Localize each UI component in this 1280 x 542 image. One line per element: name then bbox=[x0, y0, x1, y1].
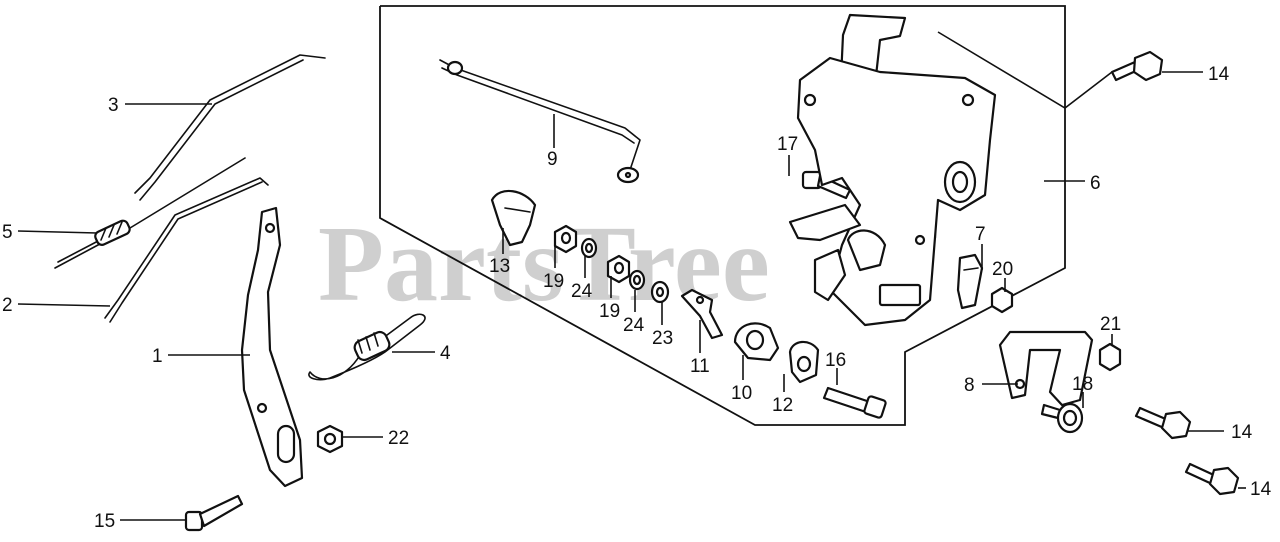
leader-lines bbox=[17, 31, 1246, 521]
nut-20-shape bbox=[990, 286, 1014, 314]
callout-19b: 19 bbox=[599, 301, 620, 322]
callout-9: 9 bbox=[547, 149, 558, 170]
callout-1: 1 bbox=[152, 346, 163, 367]
control-lever-shape bbox=[240, 206, 304, 488]
throttle-rod-shape bbox=[134, 54, 326, 201]
nut-19a-shape bbox=[553, 224, 578, 254]
governor-rod-shape bbox=[439, 59, 641, 184]
lever-11-shape bbox=[680, 288, 724, 340]
callout-13: 13 bbox=[489, 256, 510, 277]
plate-12-shape bbox=[788, 340, 820, 384]
bracket-8-shape bbox=[998, 330, 1094, 407]
clip-7-shape bbox=[956, 253, 984, 310]
callout-3: 3 bbox=[108, 95, 119, 116]
callout-17: 17 bbox=[777, 134, 798, 155]
callout-18: 18 bbox=[1072, 374, 1093, 395]
callout-11: 11 bbox=[690, 356, 710, 377]
bolt-16-shape bbox=[822, 386, 887, 419]
bolt-14a-shape bbox=[1110, 50, 1164, 82]
callout-7: 7 bbox=[975, 224, 986, 245]
bolt-14c-shape bbox=[1184, 462, 1240, 496]
callout-15: 15 bbox=[94, 511, 115, 532]
bolt-15-shape bbox=[184, 494, 244, 532]
bolt-14b-shape bbox=[1134, 406, 1192, 440]
callout-2: 2 bbox=[2, 295, 13, 316]
callout-14c: 14 bbox=[1250, 479, 1272, 500]
callout-14a: 14 bbox=[1208, 64, 1230, 85]
choke-rod-shape bbox=[104, 177, 269, 323]
callout-8: 8 bbox=[964, 375, 975, 396]
callout-24a: 24 bbox=[571, 281, 593, 302]
bolt-18-shape bbox=[1040, 402, 1084, 434]
cam-10-shape bbox=[733, 322, 780, 362]
callout-16: 16 bbox=[825, 350, 846, 371]
control-base-shape bbox=[788, 13, 997, 327]
washer-24b-shape bbox=[628, 269, 646, 291]
spring-rod-shape bbox=[54, 157, 246, 269]
callout-23: 23 bbox=[652, 328, 673, 349]
callout-22: 22 bbox=[388, 428, 409, 449]
callout-labels: 3 5 2 1 4 22 15 9 13 19 24 19 24 23 11 1… bbox=[2, 64, 1272, 532]
callout-6: 6 bbox=[1090, 173, 1101, 194]
callout-10: 10 bbox=[731, 383, 752, 404]
callout-19a: 19 bbox=[543, 271, 564, 292]
callout-4: 4 bbox=[440, 343, 451, 364]
washer-24a-shape bbox=[580, 237, 598, 259]
callout-5: 5 bbox=[2, 222, 13, 243]
clip-13-shape bbox=[490, 189, 537, 247]
washer-23-shape bbox=[650, 280, 670, 304]
nut-21-shape bbox=[1098, 342, 1122, 372]
callout-24b: 24 bbox=[623, 315, 645, 336]
assembly-frame bbox=[379, 5, 1066, 426]
callout-14b: 14 bbox=[1231, 422, 1253, 443]
flange-nut-22-shape bbox=[316, 424, 344, 454]
nut-19b-shape bbox=[606, 254, 631, 284]
callout-21: 21 bbox=[1100, 314, 1121, 335]
return-spring-shape bbox=[308, 313, 426, 381]
callout-12: 12 bbox=[772, 395, 793, 416]
callout-20: 20 bbox=[992, 259, 1013, 280]
